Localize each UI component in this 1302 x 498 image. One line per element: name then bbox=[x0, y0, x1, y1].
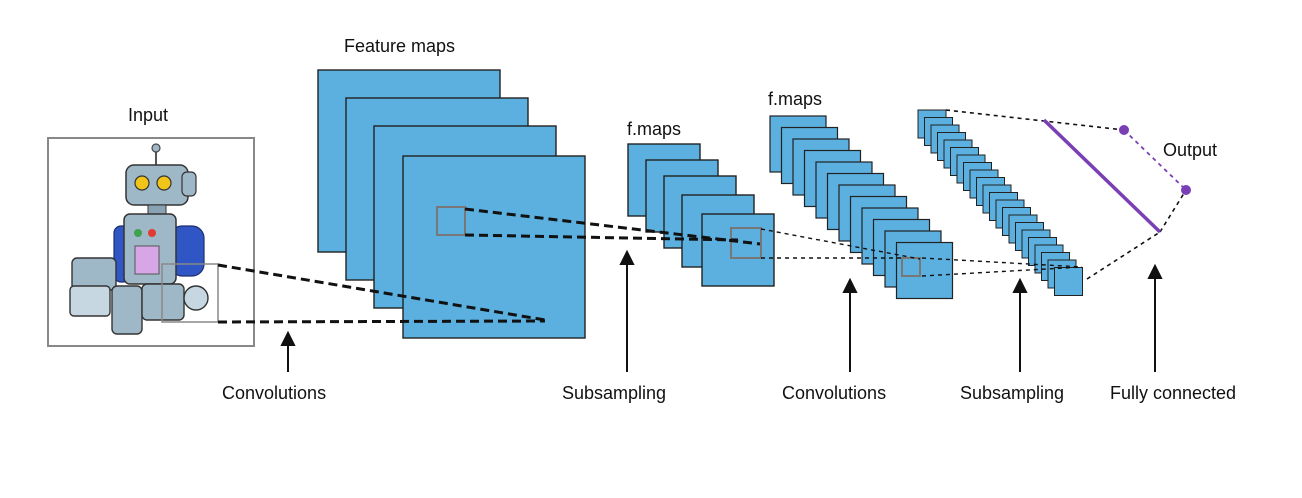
label-fmaps-1: f.maps bbox=[627, 119, 682, 139]
fmaps-stack-2 bbox=[769, 115, 954, 300]
label-subsampling-2: Subsampling bbox=[960, 383, 1065, 403]
connection-lines bbox=[217, 109, 1187, 324]
feature-maps-stack bbox=[317, 69, 586, 339]
arrows bbox=[280, 249, 1163, 372]
label-subsampling-1: Subsampling bbox=[562, 383, 667, 403]
label-output: Output bbox=[1163, 140, 1218, 160]
output-layer bbox=[1042, 118, 1191, 234]
fmaps-stack-1 bbox=[627, 143, 775, 287]
deepstack-map bbox=[1054, 267, 1083, 296]
subsampled-stack-2 bbox=[917, 109, 1083, 296]
fmaps2-map bbox=[895, 241, 954, 300]
output-node-1 bbox=[1119, 125, 1129, 135]
label-feature-maps: Feature maps bbox=[344, 36, 456, 56]
label-convolutions-1: Convolutions bbox=[222, 383, 327, 403]
label-convolutions-2: Convolutions bbox=[782, 383, 887, 403]
label-fmaps-2: f.maps bbox=[768, 89, 823, 109]
input-image bbox=[47, 137, 255, 347]
output-node-2 bbox=[1181, 185, 1191, 195]
label-fully-connected: Fully connected bbox=[1110, 383, 1237, 403]
label-input: Input bbox=[128, 105, 169, 125]
